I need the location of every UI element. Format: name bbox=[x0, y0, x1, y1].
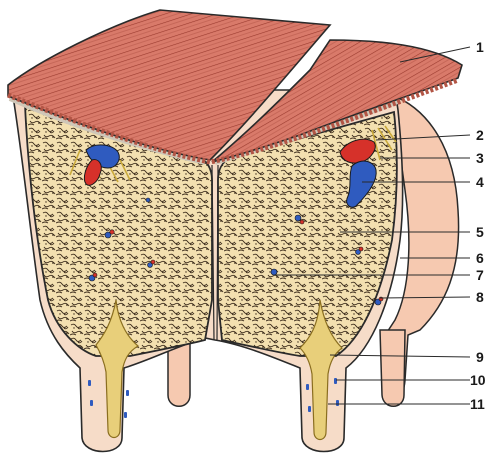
rear-teat-right bbox=[380, 330, 405, 406]
